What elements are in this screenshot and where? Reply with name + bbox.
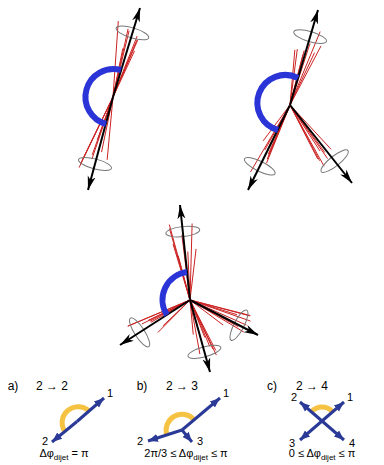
label-text: ≤ π: [339, 447, 356, 459]
label-text: b): [137, 379, 148, 393]
label-text: 2: [137, 435, 143, 447]
label-text: ≤ π: [211, 447, 228, 459]
jet-axis: [290, 10, 318, 105]
parton-number: 1: [107, 387, 113, 399]
label-text: 0 ≤ Δφ: [289, 447, 321, 459]
panel-letter: a): [8, 380, 19, 393]
label-text: 1: [107, 387, 113, 399]
label-text: c): [267, 379, 277, 393]
parton-number: 1: [347, 391, 353, 403]
particle-track: [113, 51, 135, 97]
parton-number: 2: [137, 435, 143, 447]
label-text: 2: [42, 435, 48, 447]
label-text: 2π/3 ≤ Δφ: [144, 447, 193, 459]
jet-axis: [290, 105, 352, 183]
angle-arcs: [62, 407, 332, 435]
label-text: 1: [223, 387, 229, 399]
jet-axis: [190, 300, 258, 335]
label-text: a): [8, 379, 19, 393]
panel-letter: b): [137, 380, 148, 393]
jet-axis: [180, 205, 190, 300]
label-text: 2 → 2: [36, 379, 68, 393]
process-label: 2 → 2: [36, 380, 68, 393]
parton-arrow: [300, 402, 344, 440]
parton-arrow: [182, 430, 192, 442]
particle-track: [290, 105, 318, 159]
parton-number: 2: [42, 435, 48, 447]
formula: 2π/3 ≤ Δφdijet≤ π: [144, 447, 227, 463]
label-text: 3: [197, 435, 203, 447]
parton-arrow: [300, 402, 344, 440]
particle-track: [128, 300, 190, 326]
subscript: dijet: [321, 453, 336, 462]
angle-arc: [311, 407, 332, 412]
azimuth-arc: [257, 75, 298, 130]
parton-arrow: [148, 430, 182, 441]
particle-track: [190, 249, 196, 300]
azimuth-arc: [163, 272, 187, 315]
formula: 0 ≤ Δφdijet≤ π: [289, 447, 356, 463]
process-label: 2 → 3: [166, 380, 198, 393]
label-text: 2 → 4: [296, 379, 328, 393]
parton-arrow: [182, 398, 220, 430]
jet-axis: [248, 105, 290, 190]
jet-axis: [120, 300, 190, 345]
label-text: 1: [347, 391, 353, 403]
jet-events: [77, 8, 352, 372]
parton-number: 1: [223, 387, 229, 399]
panel-letter: c): [267, 380, 277, 393]
parton-arrow: [52, 422, 77, 443]
azimuth-arc: [85, 69, 121, 124]
subscript: dijet: [54, 453, 69, 462]
label-text: 2: [291, 391, 297, 403]
parton-number: 2: [291, 391, 297, 403]
jet-axis: [190, 300, 210, 372]
jet-axis: [113, 8, 140, 97]
label-text: 2 → 3: [166, 379, 198, 393]
azimuth-arcs: [85, 69, 298, 315]
formula: Δφdijet= π: [39, 447, 88, 463]
subscript: dijet: [193, 453, 208, 462]
process-label: 2 → 4: [296, 380, 328, 393]
parton-arrow: [77, 398, 104, 422]
parton-number: 3: [197, 435, 203, 447]
label-text: = π: [72, 447, 89, 459]
label-text: Δφ: [39, 447, 53, 459]
